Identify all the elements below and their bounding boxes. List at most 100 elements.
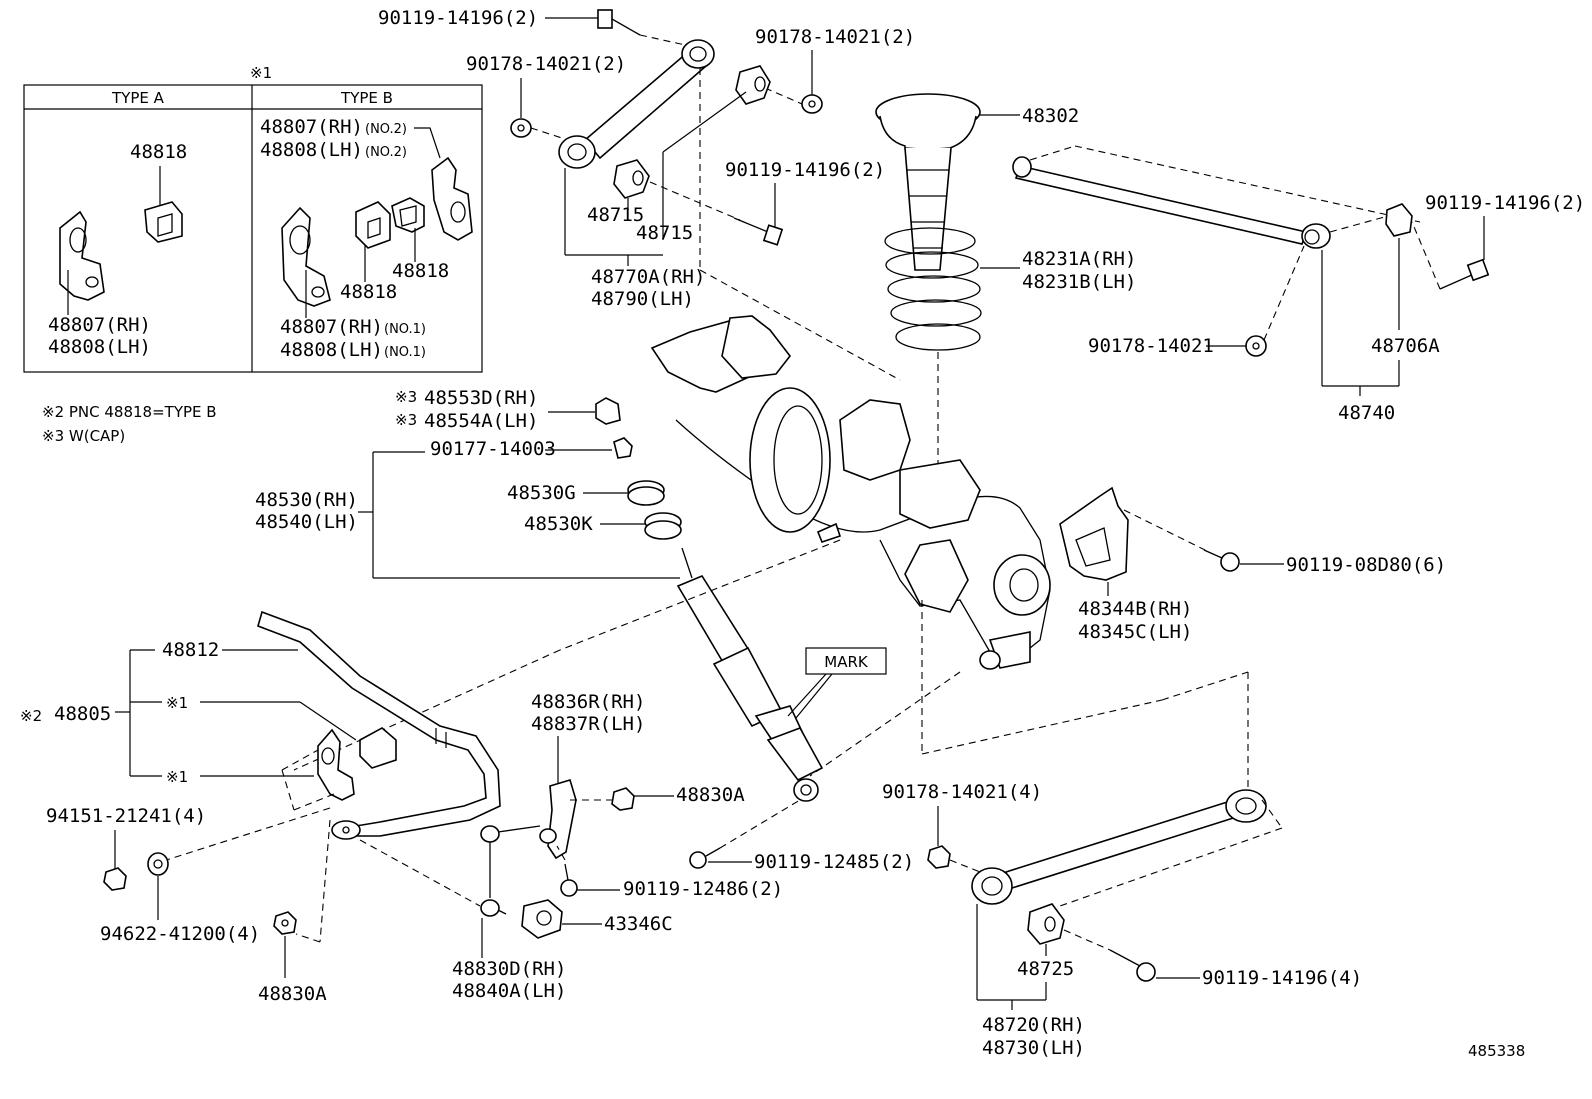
callout-star1-a: ※1 [166, 694, 188, 712]
callout-bolt-12485: 90119-12485(2) [754, 851, 914, 873]
mark-1-label: ※1 [250, 64, 272, 82]
type-b-48818-a: 48818 [340, 281, 397, 303]
callout-link-48840a: 48840A(LH) [452, 980, 566, 1002]
washer-94622-icon [147, 852, 169, 876]
bush-48715-b-icon [613, 159, 650, 199]
callout-bolt-0880: 90119-08D80(6) [1286, 554, 1446, 576]
bush-48715-a-icon [735, 65, 771, 105]
spring-icon [884, 227, 982, 351]
type-b-48818-b: 48818 [392, 260, 449, 282]
callout-48725: 48725 [1017, 958, 1074, 980]
callout-bracket-rh: 48344B(RH) [1078, 598, 1192, 620]
callout-bolt-top: 90119-14196(2) [378, 7, 538, 29]
cushion-g-icon [627, 480, 665, 506]
bolt-12486-icon [560, 863, 578, 897]
callout-link-rh: 48836R(RH) [531, 691, 645, 713]
callout-48805-mark: ※2 [20, 707, 42, 725]
callout-bolt-12486: 90119-12486(2) [623, 878, 783, 900]
nut-48830a-right-icon [611, 787, 635, 811]
callout-48830a-right: 48830A [676, 784, 745, 806]
callout-nut-94151: 94151-21241(4) [46, 805, 206, 827]
bolt-lower-arm-icon [1109, 949, 1156, 982]
upper-arm-group: 90119-14196(2) 90178-14021(2) 90178-1402… [378, 7, 915, 381]
type-b-no2-lh-tag: (NO.2) [365, 145, 407, 160]
callout-48302: 48302 [1022, 105, 1079, 127]
note-2: ※2 PNC 48818=TYPE B [42, 403, 217, 421]
mark-box-label: MARK [824, 653, 869, 671]
callout-nut-90177: 90177-14003 [430, 438, 556, 460]
callout-bolt-right: 90119-14196(2) [1425, 192, 1585, 214]
upper-arm-icon [558, 39, 715, 169]
shock-absorber-icon [676, 547, 824, 802]
stabilizer-bushing-icon [359, 727, 397, 769]
link-bracket-icon [539, 779, 577, 860]
callout-48740: 48740 [1338, 402, 1395, 424]
callout-link-lh: 48837R(LH) [531, 713, 645, 735]
type-b-bushing-icon [355, 201, 391, 249]
callout-nut-right: 90178-14021 [1088, 335, 1214, 357]
lateral-rod-icon [1012, 156, 1331, 249]
callout-bolt-lower-arm: 90119-14196(4) [1202, 967, 1362, 989]
type-b-header: TYPE B [340, 89, 393, 107]
callout-link-48830d: 48830D(RH) [452, 958, 566, 980]
callout-nut-lower-arm: 90178-14021(4) [882, 781, 1042, 803]
link-rod-icon [480, 825, 541, 917]
stabilizer-group: 48812 ※2 48805 ※1 ※1 [20, 610, 501, 943]
callout-star1-b: ※1 [166, 768, 188, 786]
nut-94151-icon [103, 867, 127, 891]
callout-arm-rh: 48720(RH) [982, 1014, 1085, 1036]
nut-upper-right-icon [801, 94, 823, 114]
bolt-right-icon [1439, 258, 1490, 290]
nut-90177-icon [613, 437, 633, 459]
type-b-upper-bracket-icon [431, 156, 473, 241]
callout-43346c: 43346C [604, 913, 673, 935]
callout-washer-94622: 94622-41200(4) [100, 923, 260, 945]
callout-nut-upper-right: 90178-14021(2) [755, 26, 915, 48]
stab-end-icon [331, 820, 361, 840]
callout-48715-a: 48715 [587, 204, 644, 226]
lower-arm-icon [971, 789, 1267, 905]
type-b-no2-rh-tag: (NO.2) [365, 122, 407, 137]
callout-48830a-bottom: 48830A [258, 983, 327, 1005]
axle-housing-icon [650, 315, 1051, 670]
nut-48830a-bottom-icon [273, 911, 297, 935]
type-a-header: TYPE A [111, 89, 165, 107]
spring-group: 48302 48231A(RH) 48231B(LH) [875, 93, 1136, 470]
callout-cap-rh: 48553D(RH) [424, 387, 538, 409]
lower-arm-group: 90178-14021(4) 90119-14196(4) 48725 [882, 781, 1362, 1059]
type-a-48818: 48818 [130, 141, 187, 163]
callout-cushion-k: 48530K [524, 513, 593, 535]
type-b-no1-rh-tag: (NO.1) [384, 322, 426, 337]
type-b-no2-rh: 48807(RH) [260, 116, 363, 138]
type-b-clip-icon [391, 197, 425, 233]
bush-48725-icon [1027, 903, 1065, 945]
bumper-48302-icon [875, 93, 981, 271]
cushion-k-icon [644, 512, 682, 540]
bolt-mid-icon [733, 217, 784, 246]
bush-48706a-icon [1385, 203, 1413, 237]
type-b-lower-bracket-icon [281, 206, 331, 307]
callout-spring-lh: 48231B(LH) [1022, 271, 1136, 293]
callout-cushion-g: 48530G [507, 482, 576, 504]
callout-48715-b: 48715 [636, 222, 693, 244]
callout-cap-lh: 48554A(LH) [424, 410, 538, 432]
callout-48805: 48805 [54, 703, 111, 725]
callout-spring-rh: 48231A(RH) [1022, 248, 1136, 270]
callout-arm-lh: 48730(LH) [982, 1037, 1085, 1059]
bolt-0880-icon [1203, 549, 1240, 572]
bracket-48344b-icon [1059, 486, 1129, 581]
callout-bolt-mid: 90119-14196(2) [725, 159, 885, 181]
stab-link-group: 48836R(RH) 48837R(LH) 48830A 90119-12486… [46, 691, 914, 1005]
cap-icon [595, 397, 621, 425]
callout-cap-rh-mark: ※3 [395, 388, 417, 406]
type-a-lh: 48808(LH) [48, 336, 151, 358]
lateral-rod-group: 90119-14196(2) 90178-14021 48706A 48740 [1012, 145, 1585, 424]
stabilizer-bracket-icon [317, 728, 355, 801]
bracket-43346c-icon [521, 899, 563, 939]
type-a-bracket-icon [59, 210, 105, 301]
callout-48812: 48812 [162, 639, 219, 661]
stabilizer-bar-icon [257, 610, 501, 837]
note-3: ※3 W(CAP) [42, 427, 125, 445]
callout-48770a: 48770A(RH) [591, 266, 705, 288]
